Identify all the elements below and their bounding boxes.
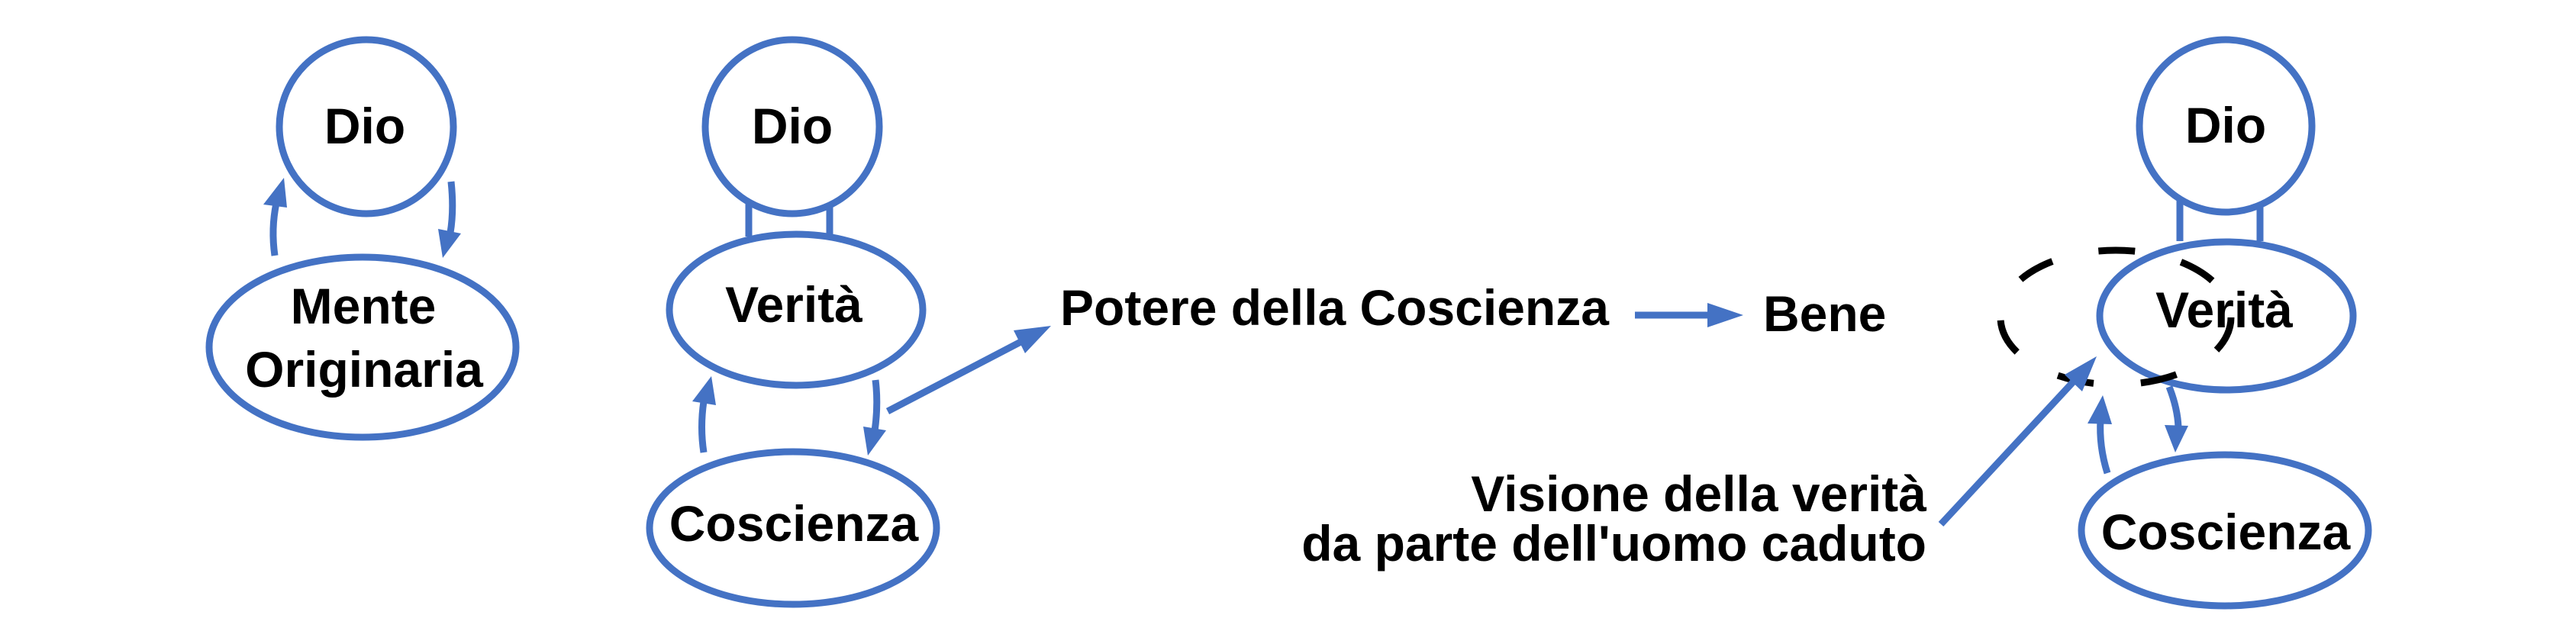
node-mente-originaria-label-line1: Mente — [291, 278, 437, 334]
node-verita-2-label: Verità — [725, 276, 862, 333]
node-verita-2 — [666, 230, 927, 389]
arrow-coscienza-to-verita-2 — [692, 376, 716, 453]
node-dio-2 — [701, 36, 883, 217]
node-coscienza-2-label: Coscienza — [669, 495, 920, 552]
panel-fallen-state: Dio Verità Coscienza Visione della verit… — [1301, 36, 2372, 610]
node-dio-2-label: Dio — [752, 98, 833, 154]
arrow-potere-to-bene — [1635, 303, 1743, 327]
node-verita-3 — [2096, 238, 2357, 394]
node-dio-1 — [276, 36, 457, 217]
arrow-verita-to-coscienza-2 — [863, 379, 886, 456]
node-dio-3-label: Dio — [2185, 97, 2266, 153]
bene-label: Bene — [1763, 285, 1886, 342]
node-dio-3 — [2136, 36, 2316, 216]
arrow-dio-to-mente — [438, 181, 461, 258]
arrow-verita-to-coscienza-3 — [2165, 385, 2188, 452]
potere-della-coscienza-label: Potere della Coscienza — [1060, 279, 1610, 336]
arrow-mente-to-dio — [263, 178, 287, 256]
node-mente-originaria — [205, 253, 520, 441]
node-mente-originaria-label-line2: Originaria — [245, 341, 484, 398]
node-coscienza-3-label: Coscienza — [2101, 504, 2352, 560]
arrow-coscienza-to-dashed-3 — [2088, 395, 2112, 475]
node-verita-3-label: Verità — [2155, 282, 2293, 338]
arrow-visione-to-dashed — [1938, 356, 2097, 527]
displaced-truth-dashed-ellipse — [1997, 246, 2235, 388]
node-coscienza-2 — [646, 448, 940, 608]
visione-annotation-line2: da parte dell'uomo caduto — [1301, 515, 1926, 572]
visione-annotation-line1: Visione della verità — [1471, 465, 1926, 522]
node-coscienza-3 — [2078, 451, 2372, 610]
node-dio-1-label: Dio — [324, 98, 405, 154]
arrow-to-potere — [885, 326, 1051, 414]
panel-conscience-state: Dio Verità Coscienza Potere della Coscie… — [646, 36, 1886, 608]
panel-original-state: Dio Mente Originaria — [205, 36, 520, 441]
